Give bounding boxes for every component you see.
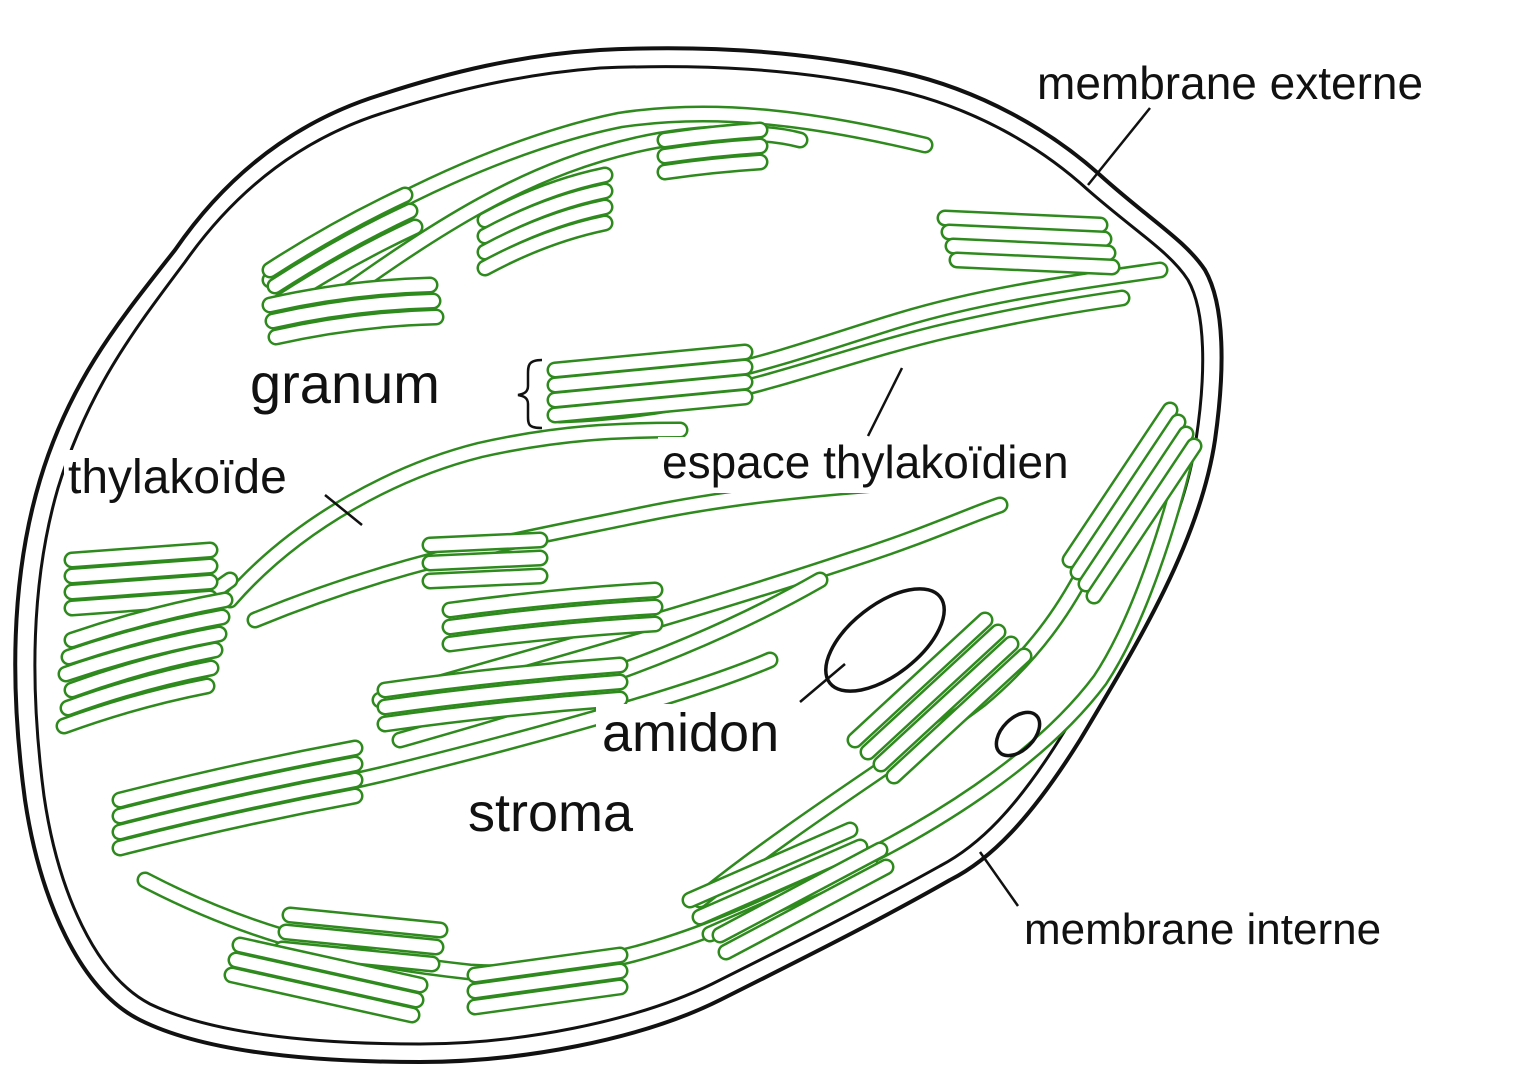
thylakoid-lumen: [430, 558, 540, 563]
label-stroma: stroma: [466, 786, 635, 840]
label-thylakoide: thylakoïde: [64, 450, 293, 522]
thylakoid-lumen: [957, 260, 1112, 267]
label-espace-thylakoidien: espace thylakoïdien: [658, 437, 1075, 493]
thylakoid-lumen: [949, 232, 1104, 239]
thylakoid-lumen: [953, 246, 1108, 253]
label-granum: granum: [246, 356, 444, 412]
thylakoid-lumen: [430, 576, 540, 581]
thylakoid-lumen: [945, 218, 1100, 225]
label-membrane-externe: membrane externe: [1035, 60, 1425, 106]
label-amidon: amidon: [596, 704, 797, 766]
thylakoid-lumen: [430, 540, 540, 545]
label-membrane-interne: membrane interne: [1020, 906, 1385, 958]
